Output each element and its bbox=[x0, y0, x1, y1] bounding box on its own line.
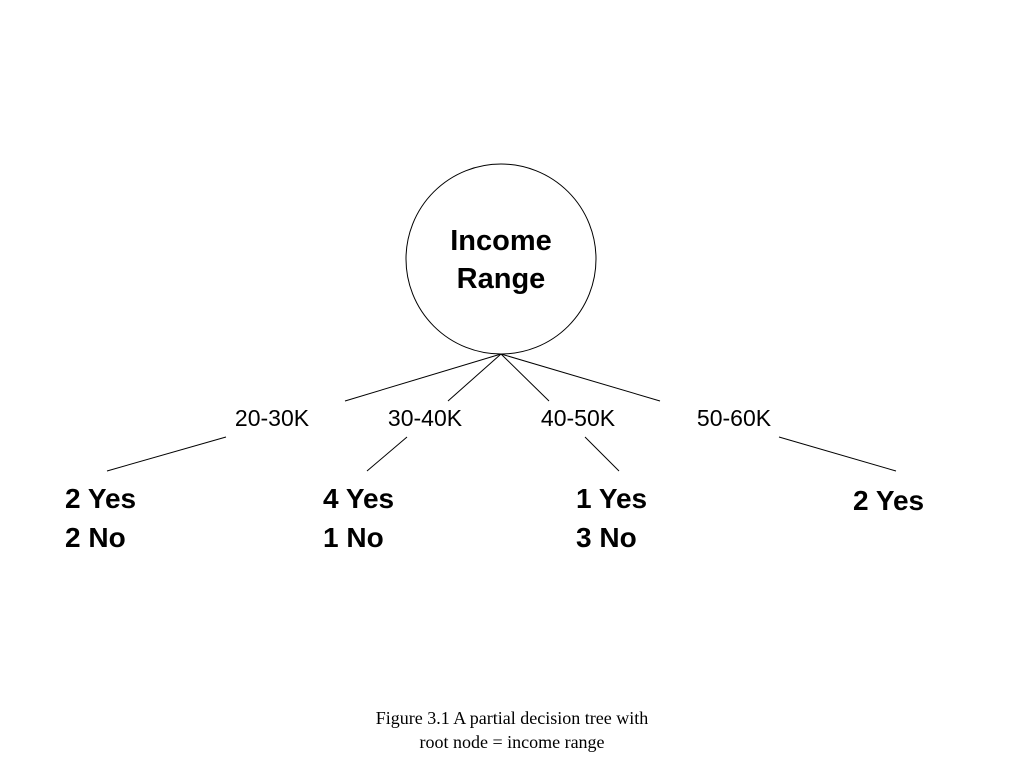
leaf-2-line-2: 1 No bbox=[323, 522, 384, 553]
edge-root-to-branch-2 bbox=[447, 353, 502, 402]
edge-root-to-branch-3 bbox=[500, 353, 550, 402]
root-node-circle bbox=[405, 163, 597, 355]
figure-caption-line-2: root node = income range bbox=[419, 732, 605, 752]
edge-branch-3-to-leaf bbox=[584, 436, 620, 472]
branch-label-2: 30-40K bbox=[388, 405, 463, 431]
figure-caption-line-1: Figure 3.1 A partial decision tree with bbox=[375, 708, 649, 728]
figure-caption: Figure 3.1 A partial decision tree with … bbox=[262, 706, 762, 754]
leaf-node-4: 2 Yes bbox=[853, 485, 924, 516]
leaf-4-line-1: 2 Yes bbox=[853, 485, 924, 516]
leaf-node-2: 4 Yes 1 No bbox=[323, 483, 394, 553]
root-node-label-line-1: Income bbox=[450, 225, 552, 257]
edge-branch-1-to-leaf bbox=[106, 436, 227, 472]
root-node: Income Range bbox=[405, 163, 597, 355]
leaf-3-line-1: 1 Yes bbox=[576, 483, 647, 514]
leaf-3-line-2: 3 No bbox=[576, 522, 637, 553]
edge-branch-2-to-leaf bbox=[366, 436, 408, 472]
leaf-1-line-1: 2 Yes bbox=[65, 483, 136, 514]
root-node-label-line-2: Range bbox=[457, 263, 546, 295]
branch-label-4: 50-60K bbox=[697, 405, 772, 431]
edge-root-to-branch-4 bbox=[500, 353, 661, 402]
leaf-node-3: 1 Yes 3 No bbox=[576, 483, 647, 553]
leaf-2-line-1: 4 Yes bbox=[323, 483, 394, 514]
edge-branch-4-to-leaf bbox=[778, 436, 897, 472]
leaf-node-1: 2 Yes 2 No bbox=[65, 483, 136, 553]
edge-root-to-branch-1 bbox=[344, 353, 502, 402]
branch-label-3: 40-50K bbox=[541, 405, 616, 431]
branch-label-1: 20-30K bbox=[235, 405, 310, 431]
leaf-1-line-2: 2 No bbox=[65, 522, 126, 553]
